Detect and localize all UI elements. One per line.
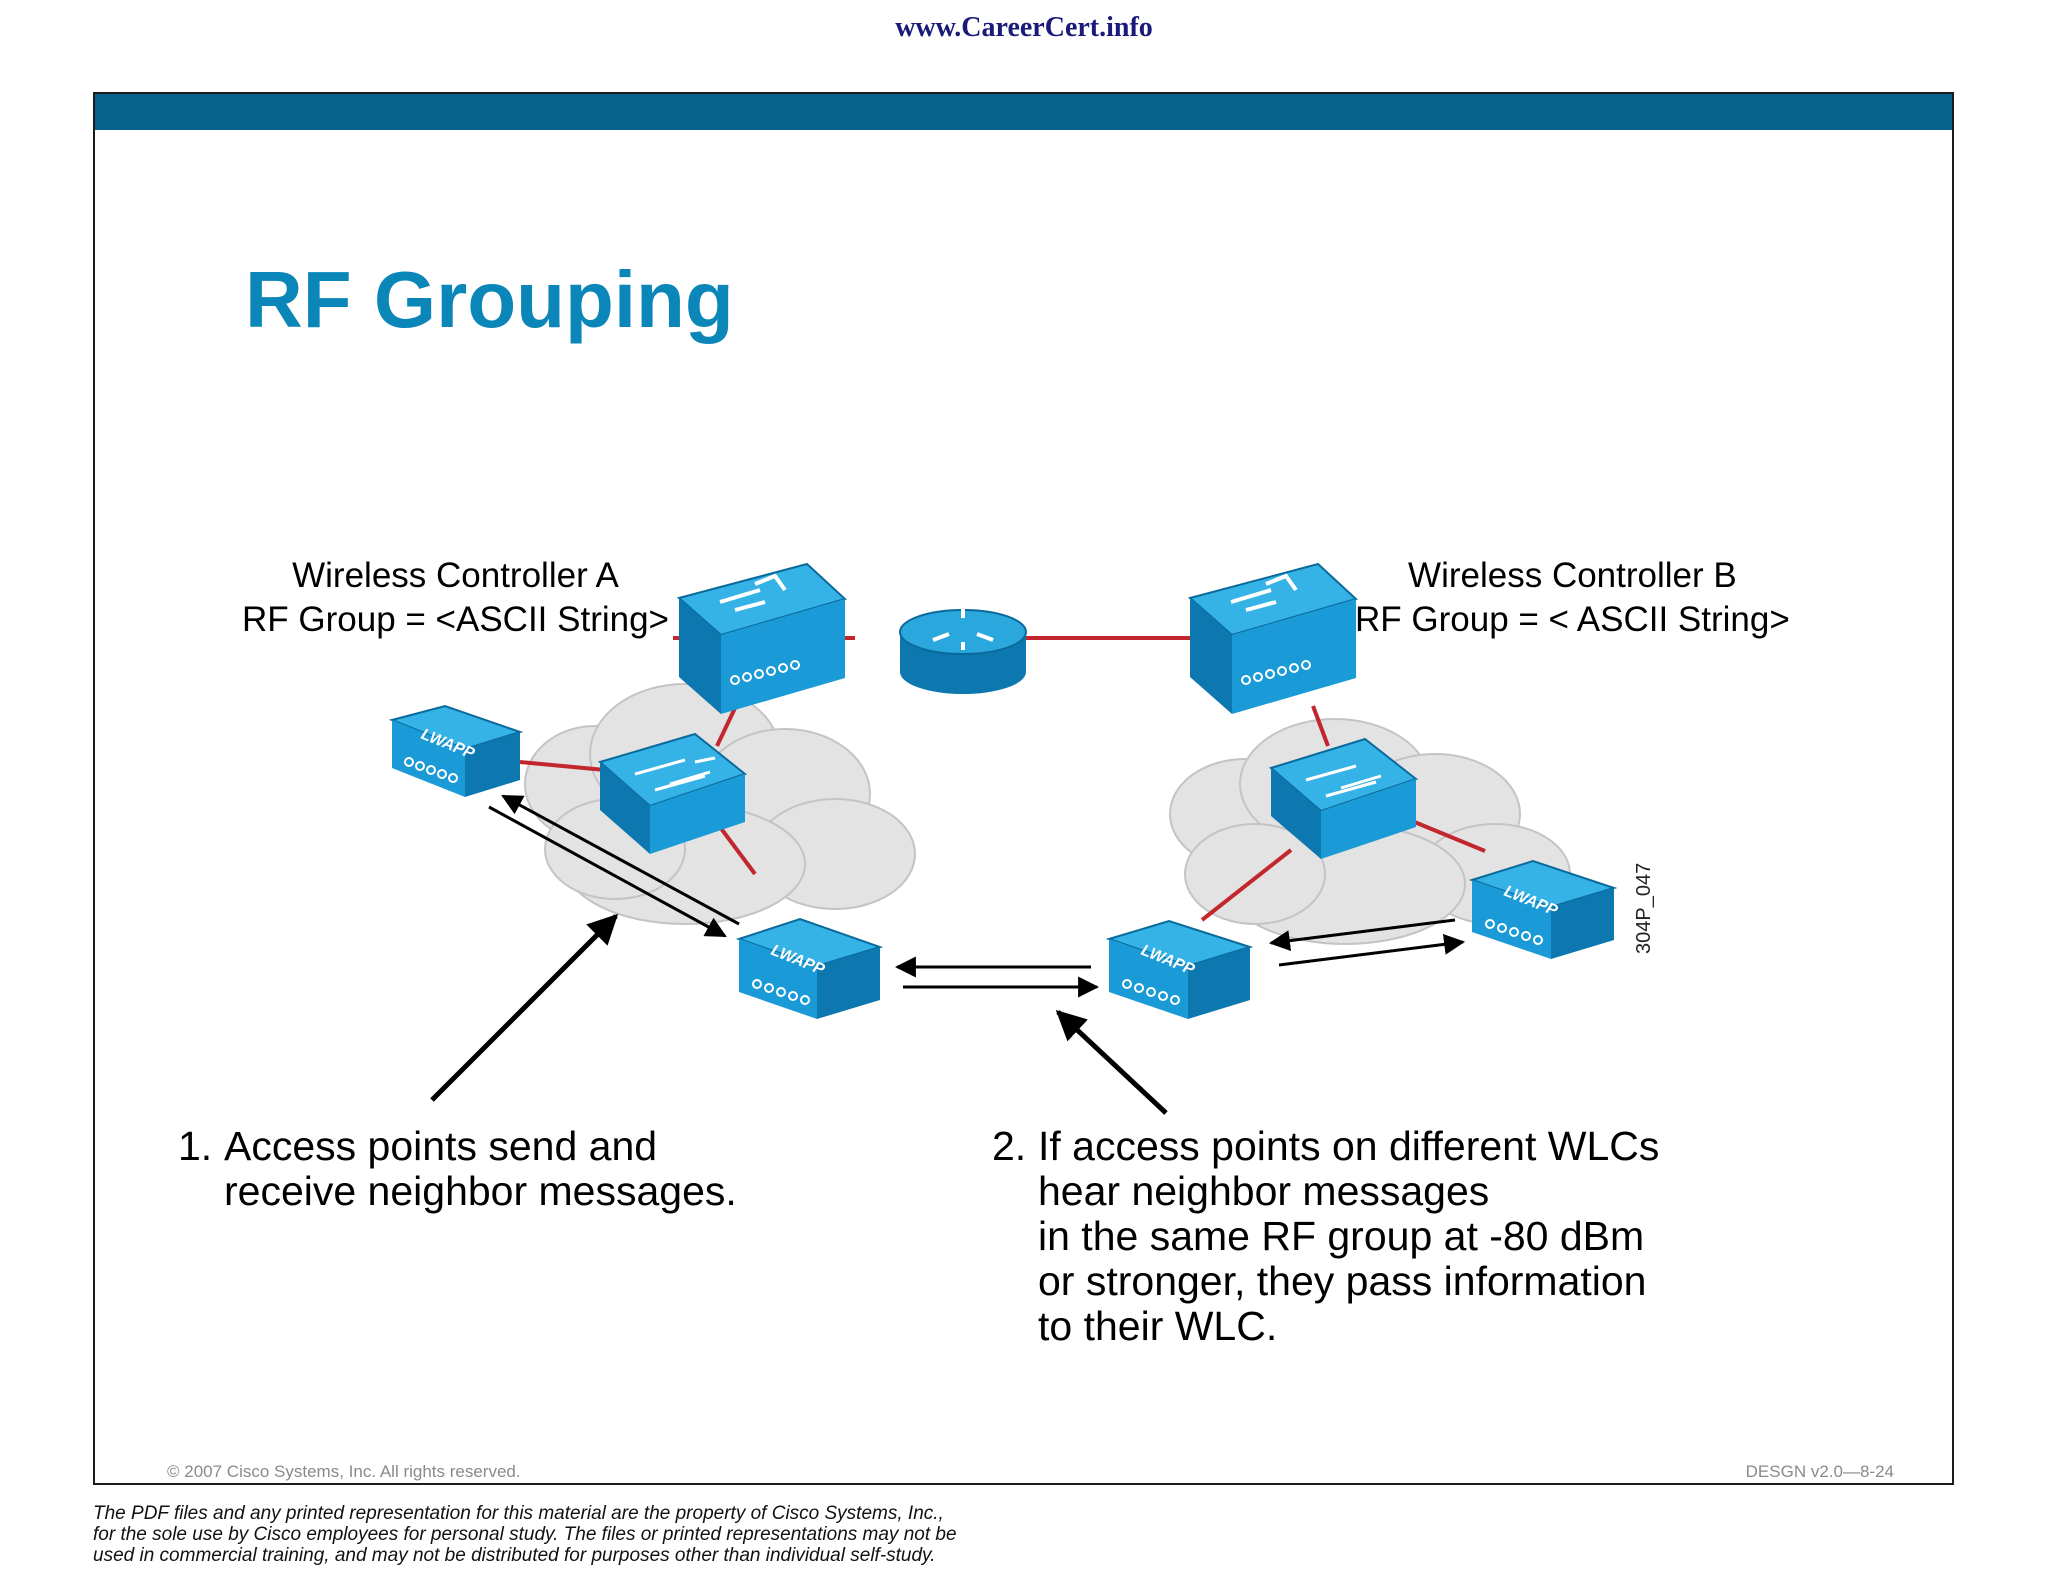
- site-url[interactable]: www.CareerCert.info: [895, 12, 1153, 43]
- router-icon: [899, 608, 1027, 694]
- switch-left-icon: [597, 732, 748, 854]
- neighbor-arrow-ap3-to-ap4: [1278, 933, 1466, 967]
- controller-a-icon: [676, 562, 847, 714]
- link-controller-a-to-switch-left: [715, 705, 738, 747]
- callout-arrow-step1: [430, 913, 619, 1102]
- callout-arrow-step2: [1055, 1009, 1168, 1115]
- disclaimer-line: for the sole use by Cisco employees for …: [93, 1524, 957, 1545]
- switch-right-icon: [1268, 737, 1419, 859]
- controller-b-name: Wireless Controller B: [1408, 556, 1737, 595]
- network-diagram: LWAPP LWAPP LWAPP: [388, 562, 1618, 1115]
- figure-id: 304P_047: [1633, 862, 1655, 954]
- step-2-line: hear neighbor messages: [1038, 1168, 1490, 1214]
- access-point-3-icon: LWAPP: [1105, 919, 1254, 1019]
- slide-header-bar: [95, 94, 1952, 130]
- step-2-line: If access points on different WLCs: [1038, 1123, 1660, 1169]
- disclaimer: The PDF files and any printed representa…: [93, 1503, 957, 1566]
- step-2-line: to their WLC.: [1038, 1303, 1278, 1349]
- slide: LWAPP LWAPP LWAPP: [93, 92, 1954, 1485]
- neighbor-arrow-ap2-to-ap1: [501, 794, 740, 926]
- slide-title: RF Grouping: [245, 255, 734, 344]
- neighbor-arrow-ap4-to-ap3: [1268, 918, 1456, 952]
- access-point-2-icon: LWAPP: [735, 917, 884, 1019]
- controller-a-rf-group: RF Group = <ASCII String>: [242, 600, 669, 639]
- step-2-line: or stronger, they pass information: [1038, 1258, 1647, 1304]
- controller-b-label: Wireless Controller B RF Group = < ASCII…: [1355, 554, 1790, 642]
- link-switch-left-to-ap2: [718, 825, 757, 876]
- step-2-number: 2.: [992, 1123, 1027, 1169]
- course-code: DESGN v2.0—8-24: [1745, 1462, 1894, 1481]
- link-controller-b-to-switch-right: [1311, 705, 1330, 747]
- neighbor-arrow-ap1-to-ap2: [488, 805, 727, 938]
- disclaimer-line: The PDF files and any printed representa…: [93, 1503, 944, 1524]
- step-1-line: receive neighbor messages.: [224, 1168, 737, 1214]
- controller-a-label: Wireless Controller A RF Group = <ASCII …: [242, 554, 669, 642]
- access-point-4-icon: LWAPP: [1468, 859, 1618, 959]
- slide-copyright: © 2007 Cisco Systems, Inc. All rights re…: [167, 1462, 521, 1481]
- controller-a-name: Wireless Controller A: [292, 556, 619, 595]
- step-2-line: in the same RF group at -80 dBm: [1038, 1213, 1645, 1259]
- step-1-number: 1.: [178, 1123, 213, 1169]
- disclaimer-line: used in commercial training, and may not…: [93, 1545, 936, 1566]
- link-switch-right-to-ap3: [1200, 848, 1293, 922]
- controller-b-icon: [1187, 562, 1358, 714]
- controller-b-rf-group: RF Group = < ASCII String>: [1355, 600, 1790, 639]
- step-1-line: Access points send and: [224, 1123, 658, 1169]
- access-point-1-icon: LWAPP: [388, 704, 524, 797]
- link-switch-left-to-ap1: [519, 760, 606, 772]
